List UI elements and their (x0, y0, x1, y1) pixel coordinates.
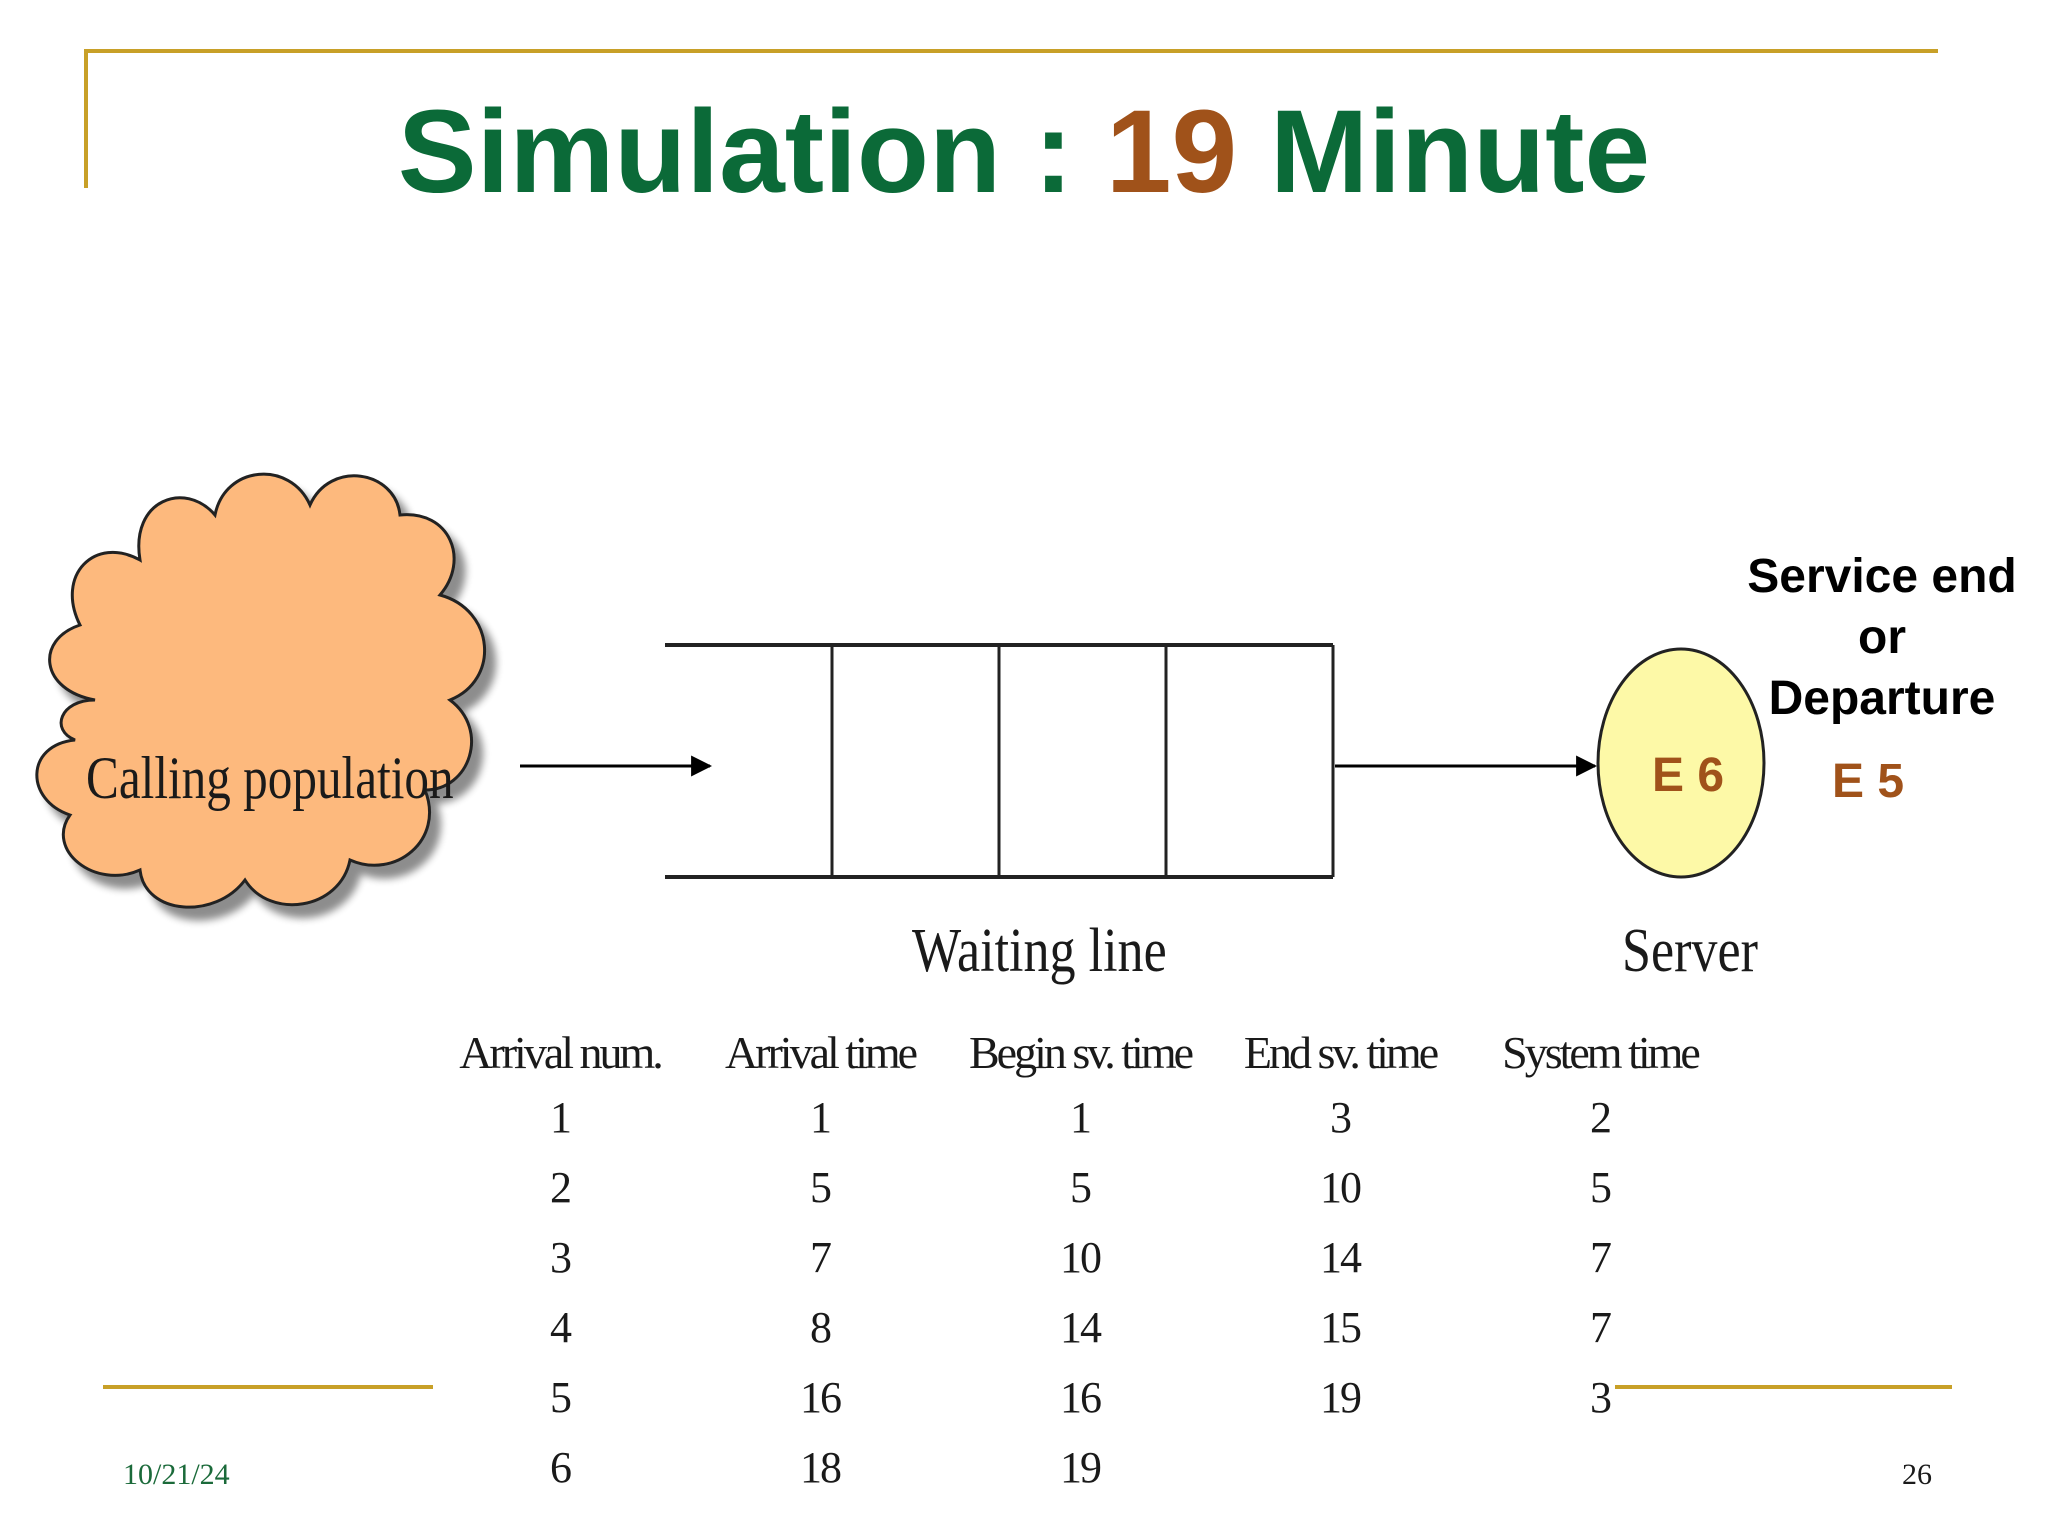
table-row: 2 5 5 10 5 (430, 1152, 1730, 1222)
table-cell: 10 (1060, 1232, 1102, 1282)
column-header: Begin sv. time (968, 1026, 1194, 1078)
table-cell: 6 (550, 1442, 572, 1492)
server-entity-token: E 6 (1651, 749, 1725, 802)
table-row: 5 16 16 19 3 (430, 1362, 1730, 1432)
table-cell: 3 (550, 1232, 572, 1282)
table-cell: 8 (810, 1302, 832, 1352)
server-circle (1596, 647, 1766, 879)
footer-rule-right (1615, 1385, 1952, 1389)
departure-label-line: or (1858, 611, 1906, 664)
table-cell: 16 (800, 1372, 842, 1422)
title-prefix: Simulation : (397, 86, 1106, 218)
table-cell: 3 (1330, 1092, 1352, 1142)
column-header: Arrival num. (459, 1026, 664, 1078)
page-number: 26 (1902, 1458, 1932, 1491)
departure-label-line: Departure (1768, 672, 1996, 725)
table-cell: 2 (1590, 1092, 1612, 1142)
table-cell: 16 (1060, 1372, 1102, 1422)
column-header: Arrival time (724, 1026, 918, 1078)
table-header-row: Arrival num. Arrival time Begin sv. time… (430, 1022, 1730, 1082)
title-suffix: Minute (1237, 86, 1651, 218)
footer-rule-left (103, 1385, 433, 1389)
waiting-line-queue (665, 643, 1335, 879)
table-row: 1 1 1 3 2 (430, 1082, 1730, 1152)
frame-left-rule (84, 49, 88, 188)
table-cell: 19 (1060, 1442, 1102, 1492)
calling-population-label: Calling population (86, 745, 454, 811)
table-cell (1470, 1432, 1730, 1502)
title-minute-value: 19 (1105, 86, 1238, 218)
column-header: End sv. time (1243, 1026, 1439, 1078)
table-cell: 18 (800, 1442, 842, 1492)
departure-label: Service end or Departure (1736, 546, 2028, 729)
table-row: 3 7 10 14 7 (430, 1222, 1730, 1292)
table-cell (1210, 1432, 1470, 1502)
table-cell: 7 (1590, 1232, 1612, 1282)
server-label: Server (1622, 917, 1758, 985)
table-cell: 5 (810, 1162, 832, 1212)
table-cell: 10 (1320, 1162, 1362, 1212)
table-cell: 14 (1060, 1302, 1102, 1352)
table-cell: 4 (550, 1302, 572, 1352)
table-cell: 1 (550, 1092, 572, 1142)
table-cell: 7 (810, 1232, 832, 1282)
table-cell: 3 (1590, 1372, 1612, 1422)
departed-entity-token: E 5 (1831, 755, 1905, 808)
table-cell: 1 (1070, 1092, 1092, 1142)
table-cell: 15 (1320, 1302, 1362, 1352)
waiting-line-label: Waiting line (912, 917, 1167, 985)
table-cell: 5 (550, 1372, 572, 1422)
departure-label-line: Service end (1747, 550, 2017, 603)
simulation-table: Arrival num. Arrival time Begin sv. time… (430, 1022, 1730, 1502)
table-cell: 2 (550, 1162, 572, 1212)
table-cell: 7 (1590, 1302, 1612, 1352)
calling-population-cloud (35, 472, 486, 909)
table-row: 6 18 19 (430, 1432, 1730, 1502)
table-cell: 19 (1320, 1372, 1362, 1422)
table-row: 4 8 14 15 7 (430, 1292, 1730, 1362)
column-header: System time (1502, 1026, 1701, 1078)
footer-date: 10/21/24 (123, 1458, 230, 1491)
table-cell: 1 (810, 1092, 832, 1142)
table-cell: 5 (1070, 1162, 1092, 1212)
frame-top-rule (84, 49, 1938, 53)
slide-title: Simulation : 19 Minute (0, 82, 2048, 222)
table-cell: 5 (1590, 1162, 1612, 1212)
table-cell: 14 (1320, 1232, 1362, 1282)
